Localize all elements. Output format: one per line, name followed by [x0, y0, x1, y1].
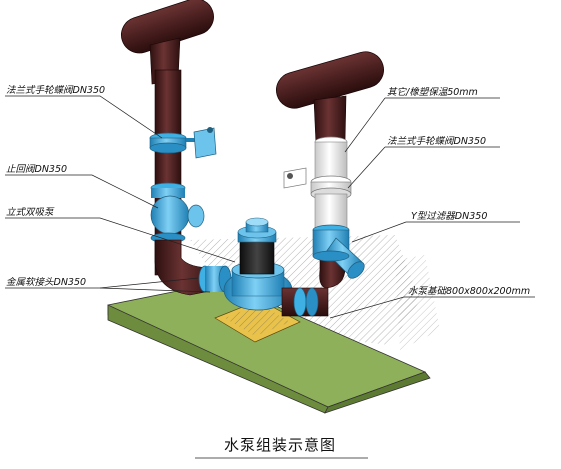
leader-lines	[5, 95, 535, 319]
label-pump-base: 水泵基础800x800x200mm	[408, 286, 530, 297]
right-horizontal-pipe	[281, 251, 346, 317]
label-left-butterfly-valve: 法兰式手轮蝶阀DN350	[6, 85, 105, 96]
left-butterfly-valve	[149, 127, 217, 159]
label-vertical-pump: 立式双吸泵	[6, 206, 55, 218]
label-flex-joint: 金属软接头DN350	[6, 276, 86, 288]
rubber-insulation	[314, 136, 348, 183]
label-y-strainer: Y型过滤器DN350	[411, 211, 487, 222]
right-tee-pipe	[276, 51, 384, 145]
check-valve	[150, 182, 205, 244]
vertical-double-suction-pump	[214, 217, 301, 343]
y-strainer	[312, 224, 365, 279]
diagram-title: 水泵组装示意图	[224, 436, 336, 454]
label-insulation: 其它/橡塑保温50mm	[387, 86, 478, 98]
label-right-butterfly-valve: 法兰式手轮蝶阀DN350	[387, 136, 486, 147]
right-butterfly-valve	[283, 167, 352, 231]
label-check-valve: 止回阀DN350	[6, 164, 67, 175]
